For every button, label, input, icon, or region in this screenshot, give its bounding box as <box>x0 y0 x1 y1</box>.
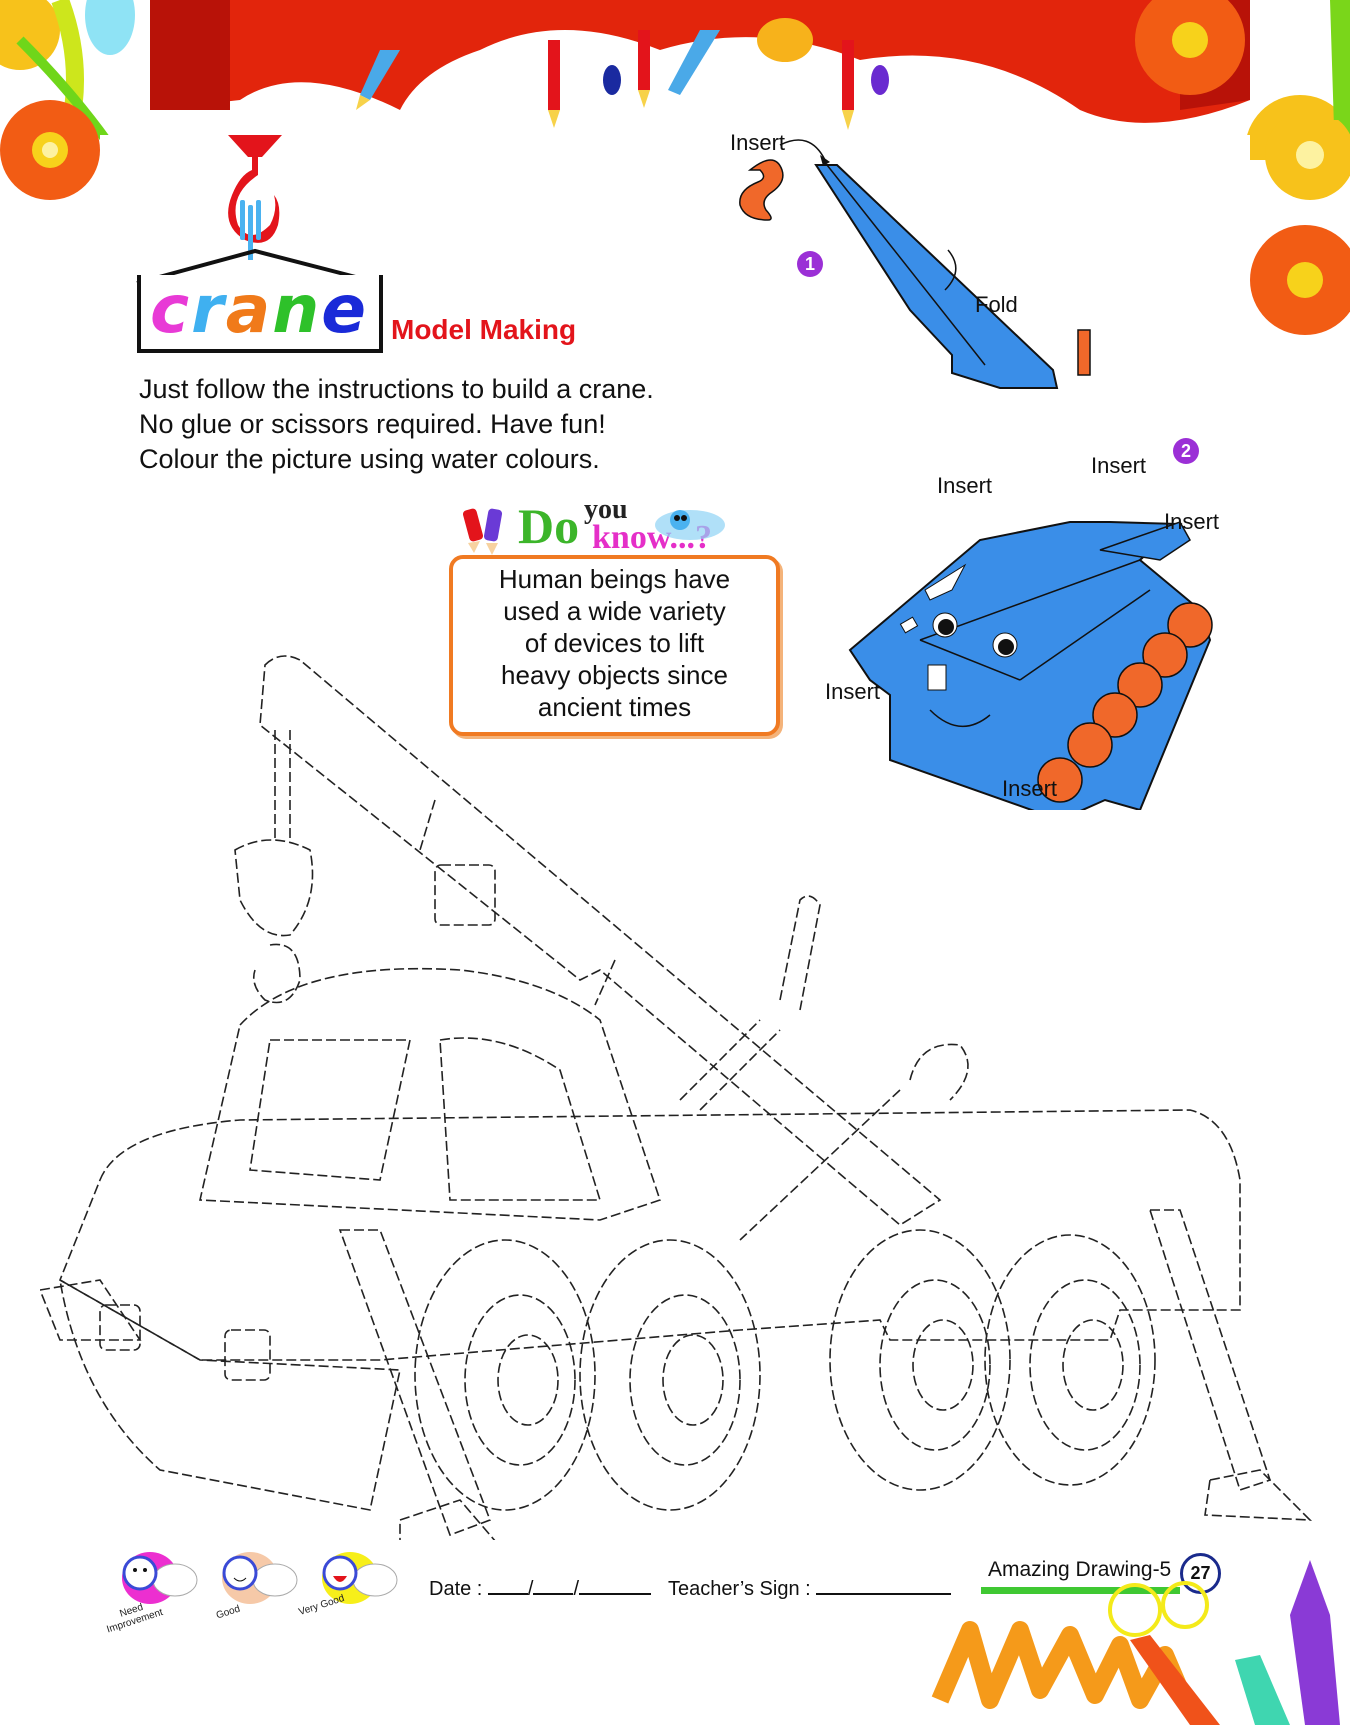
flower-icon <box>0 0 135 160</box>
logo-box <box>137 275 383 353</box>
step-2-badge: 2 <box>1173 438 1199 464</box>
label-insert-right: Insert <box>1164 509 1220 534</box>
instruction-line: Just follow the instructions to build a … <box>139 374 654 404</box>
step-1-badge: 1 <box>797 251 823 277</box>
logo-letter: r <box>191 271 226 348</box>
teacher-sign-field[interactable]: Teacher’s Sign : <box>668 1575 952 1601</box>
crane-truck-coloring-outline <box>40 655 1313 1540</box>
need-improvement-face-icon <box>122 1552 198 1604</box>
pencil-icon <box>356 18 889 130</box>
logo-roof <box>136 248 380 285</box>
hook-piece <box>739 159 784 221</box>
label-insert-boom: Insert <box>937 473 993 498</box>
crane-hook-icon <box>228 135 282 260</box>
dyk-you: you <box>584 494 628 525</box>
pencil-characters-icon <box>462 508 503 555</box>
logo-letter: n <box>272 271 322 348</box>
roller-pieces <box>1037 602 1213 803</box>
instruction-line: Colour the picture using water colours. <box>139 444 600 474</box>
right-flower-icon <box>1250 120 1350 335</box>
purple-pencil-icon <box>1290 1560 1340 1725</box>
header-banner-illustration <box>0 0 1350 160</box>
date-label: Date : <box>429 1578 483 1600</box>
label-fold: Fold <box>975 292 1018 317</box>
label-insert-bottom: Insert <box>1002 776 1058 801</box>
instructions-text: Just follow the instructions to build a … <box>139 372 654 477</box>
series-title: Amazing Drawing-5 <box>988 1558 1172 1581</box>
fact-line: Human beings have <box>498 564 731 594</box>
content-panel <box>100 135 1250 1695</box>
date-day-blank[interactable] <box>487 1575 528 1595</box>
good-face-icon <box>222 1552 298 1604</box>
teal-pencil-icon <box>1235 1655 1290 1725</box>
smiley-splash-icon <box>655 510 725 540</box>
dyk-do: Do <box>518 498 580 554</box>
page-subtitle: Model Making <box>391 314 577 345</box>
did-you-know-box <box>449 555 780 736</box>
model-assembly-diagram <box>739 139 1213 810</box>
teacher-sign-blank[interactable] <box>816 1575 952 1595</box>
rating-faces <box>122 1552 398 1604</box>
date-month-blank[interactable] <box>533 1575 574 1595</box>
fact-line: ancient times <box>537 692 692 722</box>
crayon-scribble-illustration <box>931 1560 1340 1725</box>
series-underline <box>981 1587 1180 1594</box>
instruction-line: No glue or scissors required. Have fun! <box>139 409 606 439</box>
did-you-know-title: Do you know...? <box>518 494 712 556</box>
did-you-know-text: Human beings have used a wide variety of… <box>449 563 780 723</box>
fact-line: used a wide variety <box>503 596 726 626</box>
date-field[interactable]: Date : // <box>429 1575 652 1601</box>
pin-piece <box>1077 329 1091 376</box>
teacher-sign-label: Teacher’s Sign : <box>668 1578 811 1600</box>
label-insert-hook: Insert <box>730 130 786 155</box>
date-year-blank[interactable] <box>579 1575 652 1595</box>
logo-letter: c <box>150 271 192 348</box>
label-insert-pin: Insert <box>1091 453 1147 478</box>
logo-word: crane <box>150 270 368 350</box>
left-flower-icon <box>0 100 100 200</box>
fact-line: heavy objects since <box>501 660 728 690</box>
fact-line: of devices to lift <box>524 628 705 658</box>
page-number: 27 <box>1180 1553 1221 1594</box>
very-good-face-icon <box>322 1552 398 1604</box>
boom-piece <box>814 164 1059 389</box>
logo-letter: a <box>225 271 273 348</box>
logo-letter: e <box>321 271 368 348</box>
red-pencil-icon <box>1130 1635 1220 1725</box>
label-insert-left: Insert <box>825 679 881 704</box>
